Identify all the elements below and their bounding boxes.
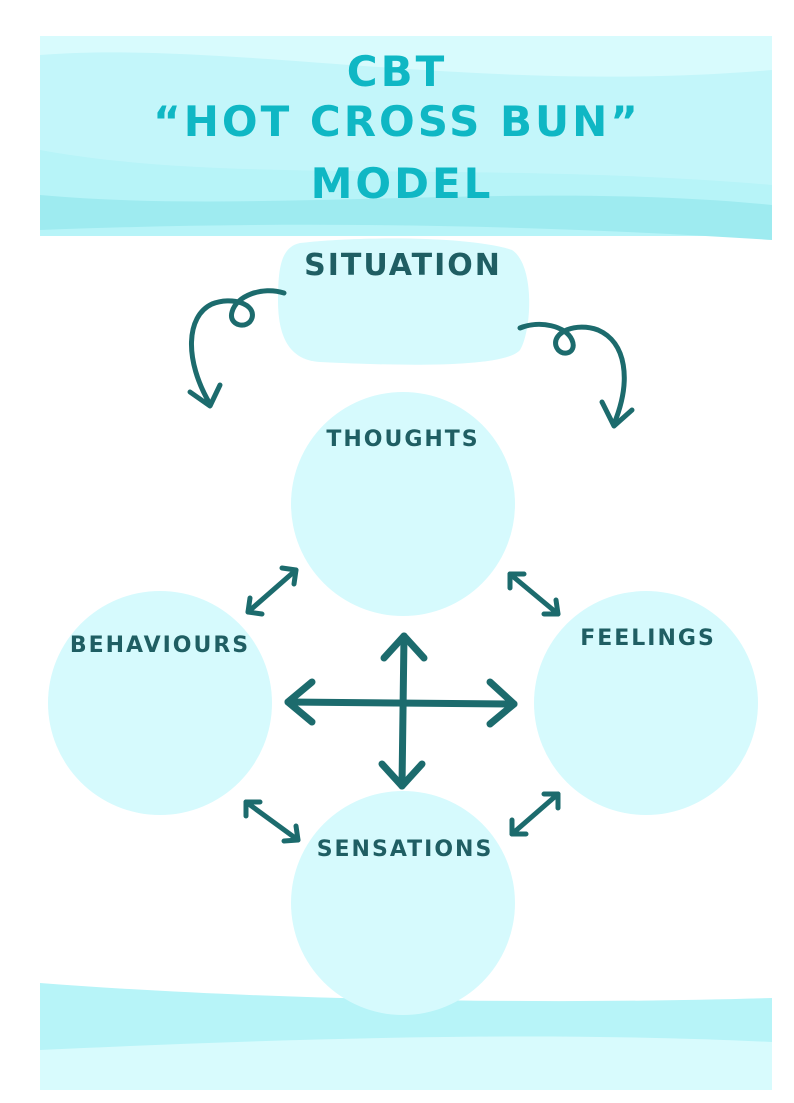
thoughts-circle [291, 392, 515, 616]
thoughts-label: THOUGHTS [326, 427, 479, 452]
sensations-circle [291, 791, 515, 1015]
arrow-feelings-sensations [509, 791, 561, 837]
situation-box [278, 238, 530, 365]
curly-arrow-left [187, 288, 287, 409]
feelings-label: FEELINGS [580, 626, 716, 651]
arrow-thoughts-behaviours [245, 565, 299, 617]
arrow-behaviours-sensations [243, 799, 301, 844]
behaviours-label: BEHAVIOURS [70, 633, 250, 658]
title-line-3: MODEL [311, 159, 494, 208]
title-line-2: “HOT CROSS BUN” [153, 97, 641, 146]
header-band-wave-3 [40, 195, 772, 240]
behaviours-circle [48, 591, 272, 815]
title-line-1: CBT [347, 47, 448, 96]
footer-band [40, 983, 772, 1090]
feelings-circle [534, 591, 758, 815]
sensations-label: SENSATIONS [317, 837, 494, 862]
center-cross-arrows [284, 632, 518, 790]
footer-band-wave-2 [40, 1036, 772, 1090]
title-block: CBT “HOT CROSS BUN” MODEL [153, 47, 641, 208]
situation-label: SITUATION [304, 248, 502, 283]
curly-arrow-right [517, 322, 635, 429]
header-band [40, 36, 772, 240]
arrow-thoughts-feelings [507, 571, 561, 617]
